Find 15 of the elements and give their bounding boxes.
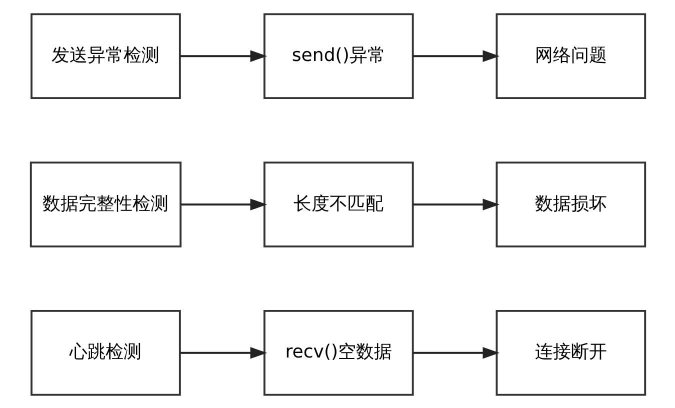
arrow — [412, 346, 500, 358]
node-box: recv()空数据 — [262, 310, 414, 396]
arrow — [180, 50, 267, 62]
arrow — [412, 198, 500, 210]
arrow — [180, 346, 267, 358]
node-box: 网络问题 — [495, 12, 646, 98]
node-box: 数据损坏 — [495, 161, 646, 247]
node-box: 发送异常检测 — [30, 12, 180, 98]
node-box: 连接断开 — [495, 310, 646, 396]
arrow — [412, 50, 500, 62]
node-box: send()异常 — [262, 12, 414, 98]
node-box: 数据完整性检测 — [29, 161, 182, 247]
node-box: 长度不匹配 — [262, 161, 414, 247]
node-box: 心跳检测 — [30, 310, 180, 396]
arrow — [180, 198, 267, 210]
